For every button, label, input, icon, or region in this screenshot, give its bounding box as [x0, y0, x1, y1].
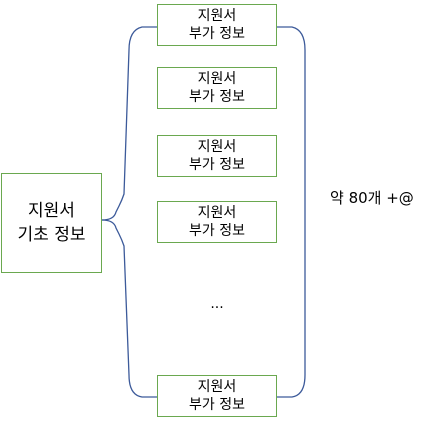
applicant-extra-info-box: 지원서 부가 정보 [157, 67, 277, 109]
ellipsis-text: ... [210, 296, 224, 312]
applicant-extra-info-box: 지원서 부가 정보 [157, 4, 277, 46]
left-bracket [101, 26, 157, 221]
left-bracket-lower [101, 219, 157, 398]
applicant-extra-info-box: 지원서 부가 정보 [157, 375, 277, 417]
applicant-extra-info-box: 지원서 부가 정보 [157, 201, 277, 243]
applicant-basic-info-box: 지원서 기초 정보 [1, 173, 102, 273]
count-label: 약 80개 +@ [330, 189, 414, 207]
right-bracket [277, 26, 306, 398]
applicant-extra-info-box: 지원서 부가 정보 [157, 135, 277, 177]
